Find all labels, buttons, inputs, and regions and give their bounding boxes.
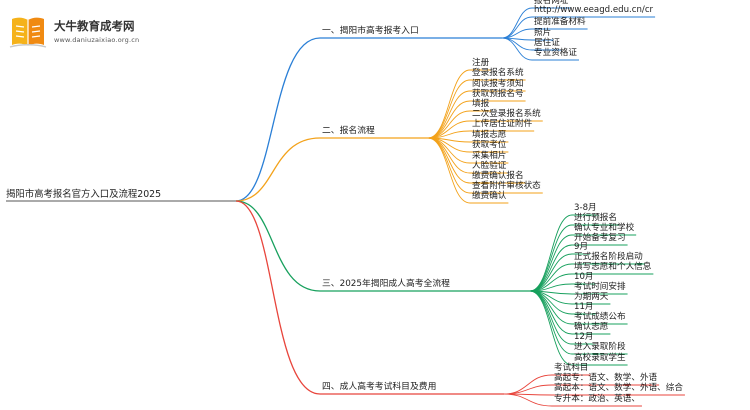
branch-3-leaf-connector	[529, 224, 573, 292]
branch-3-item: 填写志愿和个人信息	[574, 262, 652, 272]
branch-1-item: 居住证	[534, 38, 560, 48]
branch-3-item: 11月	[574, 302, 594, 312]
branch-2-item: 获取考位	[472, 140, 507, 150]
branch-2-connector	[235, 137, 321, 202]
branch-3-leaf-connector	[529, 290, 573, 325]
branch-4-label: 四、成人高考考试科目及费用	[322, 382, 437, 392]
logo-title: 大牛教育成考网	[54, 19, 135, 33]
branch-2-item: 人脸验证	[472, 161, 507, 171]
branch-2-leaf-connector	[427, 100, 471, 139]
branch-4-item: 高起本：语文、数学、外语、综合	[554, 383, 683, 393]
branch-1-item: 提前准备材料	[534, 17, 586, 27]
branch-3-item: 开始备考复习	[574, 233, 626, 243]
branch-4-leaf-connector	[503, 384, 553, 395]
branch-3-item: 10月	[574, 272, 594, 282]
branch-3-item: 9月	[574, 242, 589, 252]
branch-2-label: 二、报名流程	[322, 126, 375, 136]
branch-1-label: 一、揭阳市高考报考入口	[322, 26, 419, 36]
branch-1-item: 专业资格证	[534, 48, 577, 58]
branch-1-connector	[235, 37, 321, 202]
branch-2-item: 阅读报考须知	[472, 79, 524, 89]
branch-3-item: 12月	[574, 332, 594, 342]
branch-3-item: 考试成绩公布	[574, 312, 626, 322]
branch-3-leaf-connector	[529, 214, 573, 292]
logo: 大牛教育成考网 www.daniuzaixiao.org.cn	[8, 14, 140, 52]
branch-3-item: 进入录取阶段	[574, 342, 626, 352]
branch-1-item: http://www.eeagd.edu.cn/cr	[534, 5, 654, 15]
branch-3-leaf-connector	[529, 290, 573, 315]
branch-2-item: 查看附件审核状态	[472, 181, 541, 191]
branch-1-item: 报名网址	[534, 0, 569, 6]
branch-3-label: 三、2025年揭阳成人高考全流程	[322, 279, 450, 289]
branch-1-leaf-connector	[501, 7, 533, 39]
branch-3-connector	[235, 200, 321, 292]
branch-4-connector	[235, 200, 321, 395]
branch-1-leaf-connector	[501, 37, 533, 61]
branch-4-leaf-connector	[503, 374, 553, 395]
book-logo-icon	[9, 17, 47, 48]
branch-3-item: 3-8月	[574, 203, 597, 213]
branch-2-item: 获取预报名号	[472, 89, 524, 99]
branch-3-leaf-connector	[529, 253, 573, 292]
branch-3-item: 确认专业和学校	[574, 223, 635, 233]
branch-2-leaf-connector	[427, 137, 471, 194]
branch-3-item: 考试时间安排	[574, 282, 626, 292]
branch-3-item: 正式报名阶段启动	[574, 252, 643, 262]
branch-2-item: 采集相片	[472, 151, 507, 161]
branch-4-item: 高起专：语文、数学、外语	[554, 373, 658, 383]
branch-2-item: 缴费确认报名	[472, 171, 524, 181]
branch-2-leaf-connector	[427, 137, 471, 174]
branch-2-item: 缴费确认	[472, 191, 507, 201]
branch-3-leaf-connector	[529, 290, 573, 366]
branch-2-item: 填报志愿	[472, 130, 507, 140]
branch-2-leaf-connector	[427, 137, 471, 204]
branch-3-item: 为期两天	[574, 292, 609, 302]
branch-3-leaf-connector	[529, 290, 573, 345]
branch-3-item: 确认志愿	[574, 322, 609, 332]
branch-2-item: 二次登录报名系统	[472, 109, 541, 119]
branch-1-item: 照片	[534, 28, 552, 38]
branch-2-item: 填报	[472, 99, 490, 109]
branch-1-leaf-connector	[501, 16, 533, 39]
branch-4-item: 专升本：政治、英语、	[554, 394, 640, 404]
branch-2-item: 注册	[472, 58, 490, 68]
logo-url: www.daniuzaixiao.org.cn	[54, 36, 140, 44]
branch-3-item: 进行预报名	[574, 213, 617, 223]
branch-2-leaf-connector	[427, 69, 471, 139]
root-topic: 揭阳市高考报名官方入口及流程2025	[6, 189, 162, 200]
branch-4-item: 考试科目	[554, 363, 589, 373]
branch-2-item: 上传居住证附件	[472, 119, 533, 129]
branch-4-leaf-connector	[503, 393, 553, 407]
branch-3-item: 高校录取学生	[574, 353, 626, 363]
branch-2-item: 登录报名系统	[472, 68, 524, 78]
